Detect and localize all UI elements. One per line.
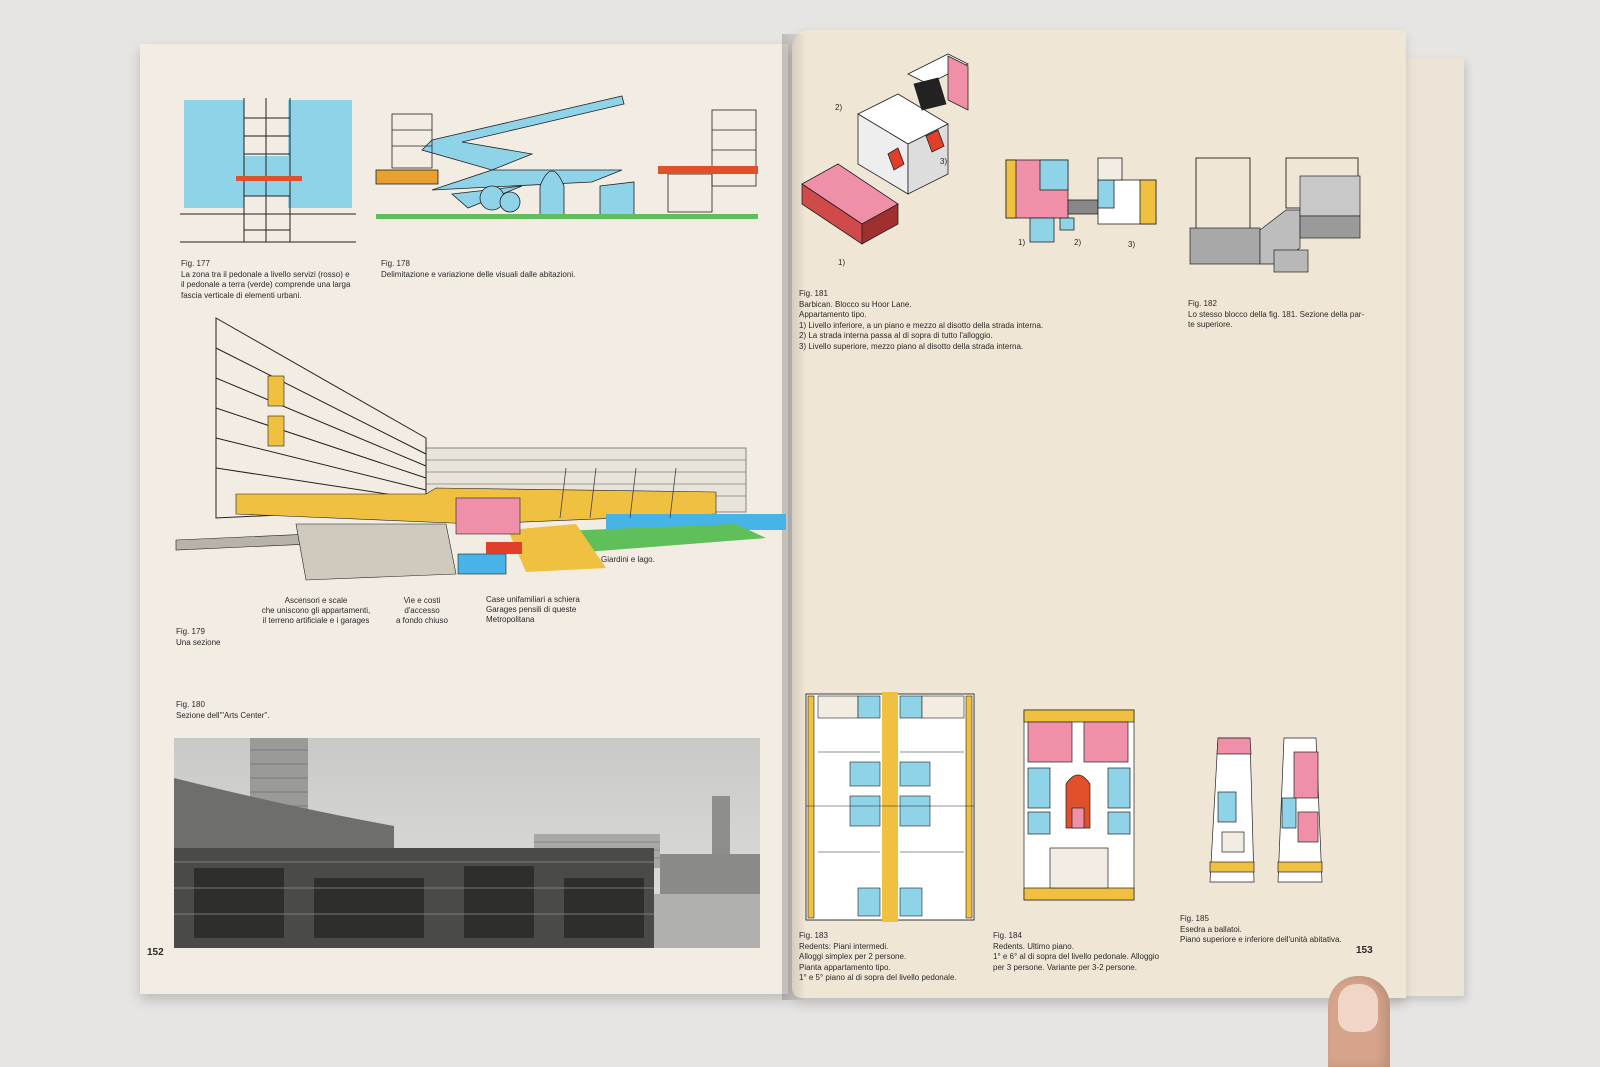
fig181-marker-1: 1) [838,258,846,267]
fig179-streets-line: a fondo chiuso [395,616,449,625]
fig181-line: Barbican. Blocco su Hoor Lane. [799,299,912,309]
fig183-line: Alloggi simplex per 2 persone. [799,952,907,961]
fig182-caption: Fig. 182 Lo stesso blocco della fig. 181… [1188,299,1378,331]
fig185-number: Fig. 185 [1180,914,1209,923]
fig181-number: Fig. 181 [799,289,828,298]
fig178-caption: Fig. 178 Delimitazione e variazione dell… [381,259,621,280]
fig179-lifts-line: il terreno artificiale e i garages [262,616,370,625]
fig177-line: La zona tra il pedonale a livello serviz… [181,269,350,279]
fig183-plan-drawing [805,692,975,922]
fig184-line: per 3 persone. Variante per 3-2 persone. [993,962,1137,972]
fig180-number: Fig. 180 [176,700,205,709]
fig177-number: Fig. 177 [181,259,210,268]
fig179-streets-line: d'accesso [404,606,440,615]
fig180-caption: Fig. 180 Sezione dell'"Arts Center". [176,700,336,721]
fig177-line: il pedonale a terra (verde) comprende un… [181,280,351,289]
fig184-line: Redents. Ultimo piano. [993,941,1074,951]
fig181-caption: Fig. 181 Barbican. Blocco su Hoor Lane. … [799,289,1099,352]
fig179-right-labels: Case unifamiliari a schiera Garages pens… [486,595,580,625]
fig179-houses-label: Case unifamiliari a schiera [486,595,580,604]
fig179-number: Fig. 179 [176,627,205,636]
fig179-caption: Fig. 179 Una sezione [176,627,296,648]
fig183-line: 1° e 5° piano al di sopra del livello pe… [799,973,957,982]
fig181-isometric-drawing [801,53,969,245]
fig181-line: 1) Livello inferiore, a un piano e mezzo… [799,320,1044,330]
fig183-line: Redents: Piani intermedi. [799,941,889,951]
book-gutter [782,34,804,1000]
fig180-arts-center-image [174,738,760,948]
fig179-garages-label: Garages pensili di queste [486,605,577,614]
fig183-caption: Fig. 183 Redents: Piani intermedi. Allog… [799,931,989,984]
fig181-plan-marker-2: 2) [1074,238,1082,247]
fig181-line: 2) La strada interna passa al di sopra d… [799,331,993,340]
fig184-line: 1° e 6° al di sopra del livello pedonale… [993,952,1160,961]
fig179-lifts-line: Ascensori e scale [284,596,348,605]
left-page-number: 152 [147,947,164,958]
fig179-lifts-label: Ascensori e scale che uniscono gli appar… [246,596,386,626]
fig183-number: Fig. 183 [799,931,828,940]
fig181-line: 3) Livello superiore, mezzo piano al dis… [799,341,1024,351]
right-page-number: 153 [1356,945,1373,956]
fig185-line: Esedra a ballatoi. [1180,924,1242,934]
fig181-plans-drawing [1005,157,1157,243]
fig179-streets-label: Vie e costi d'accesso a fondo chiuso [392,596,452,626]
fig179-garden-label: Giardini e lago. [601,555,655,564]
fig183-line: Pianta appartamento tipo. [799,962,891,972]
fig184-caption: Fig. 184 Redents. Ultimo piano. 1° e 6° … [993,931,1193,973]
fig181-line: Appartamento tipo. [799,310,867,319]
fig185-plans-drawing [1209,737,1323,883]
fig181-plan-marker-1: 1) [1018,238,1026,247]
fig177-line: fascia verticale di elementi urbani. [181,290,302,300]
fig178-drawing [375,95,758,219]
fig179-line: Una sezione [176,637,221,647]
fig182-line: te superiore. [1188,320,1233,329]
fig178-number: Fig. 178 [381,259,410,268]
fig182-number: Fig. 182 [1188,299,1217,308]
fig177-drawing [180,98,356,243]
fig179-streets-line: Vie e costi [403,596,441,605]
fig177-caption: Fig. 177 La zona tra il pedonale a livel… [181,259,371,301]
fig185-caption: Fig. 185 Esedra a ballatoi. Piano superi… [1180,914,1380,946]
thumbnail [1338,984,1378,1032]
fig180-line: Sezione dell'"Arts Center". [176,710,270,720]
fig181-marker-2: 2) [835,103,843,112]
fig185-line: Piano superiore e inferiore dell'unità a… [1180,935,1342,944]
fig181-plan-marker-3: 3) [1128,240,1136,249]
fig178-line: Delimitazione e variazione delle visuali… [381,269,576,279]
fig182-section-drawing [1189,157,1361,273]
fig179-lifts-line: che uniscono gli appartamenti, [261,606,371,615]
fig179-metro-label: Metropolitana [486,615,535,624]
fig184-number: Fig. 184 [993,931,1022,940]
fig182-line: Lo stesso blocco della fig. 181. Sezione… [1188,309,1365,319]
fig179-section-drawing [175,317,786,581]
fig181-marker-3: 3) [940,157,948,166]
fig184-plan-drawing [1023,709,1135,901]
